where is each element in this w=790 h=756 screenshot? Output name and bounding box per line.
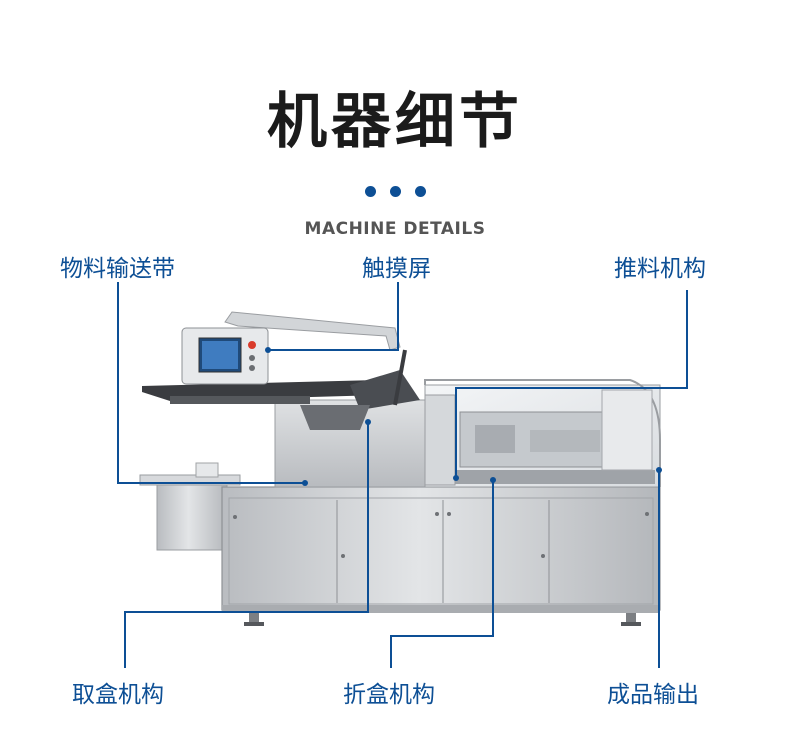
conveyor-belt [142, 349, 420, 430]
label-touchscreen: 触摸屏 [362, 256, 431, 282]
feed-table [139, 462, 241, 551]
label-conveyor: 物料输送带 [60, 256, 175, 282]
callout-line-box-folding [390, 480, 494, 668]
page-title: 机器细节 [267, 87, 523, 157]
dot [364, 186, 376, 197]
upper-body [274, 379, 661, 488]
dot [414, 186, 426, 197]
callout-line-touchscreen [268, 282, 399, 351]
label-box-pickup: 取盒机构 [72, 682, 164, 708]
label-box-folding: 折盒机构 [343, 682, 435, 708]
callout-line-conveyor [117, 282, 305, 484]
label-output: 成品输出 [607, 682, 699, 708]
callout-line-box-pickup [124, 422, 369, 668]
touchscreen-panel [181, 311, 401, 385]
callout-line-pusher [455, 290, 688, 478]
main-cabinet [221, 486, 661, 626]
callout-endpoints [265, 347, 662, 486]
dot [389, 186, 401, 197]
page-subtitle: MACHINE DETAILS [304, 219, 486, 239]
label-pusher: 推料机构 [614, 256, 706, 282]
decorative-dots [0, 186, 790, 197]
callout-lines [117, 282, 688, 668]
